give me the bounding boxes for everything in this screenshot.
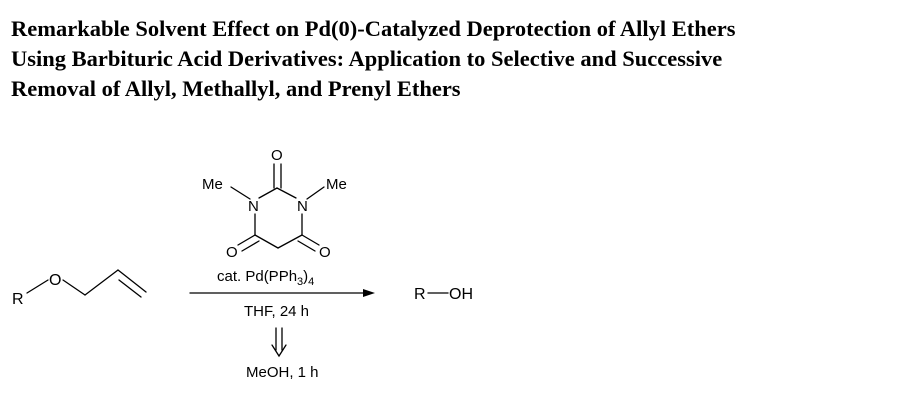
product-oh-label: OH xyxy=(449,286,473,303)
bond-o-ch2 xyxy=(62,279,86,296)
title-line-3: Removal of Allyl, Methallyl, and Prenyl … xyxy=(11,76,461,101)
bond-c2-n-left xyxy=(258,187,278,199)
reagent-o-right: O xyxy=(319,244,331,261)
title-line-2: Using Barbituric Acid Derivatives: Appli… xyxy=(11,46,723,71)
bond-c6-c5 xyxy=(254,234,279,249)
bond-c4-o-a xyxy=(301,234,320,246)
bond-ch-ch2-double-b xyxy=(118,279,142,298)
condition-thf: THF, 24 h xyxy=(244,303,309,320)
product-r-label: R xyxy=(414,286,426,303)
reagent-o-left: O xyxy=(226,244,238,261)
reagent-dimethylbarbituric-acid: O N N Me Me O O xyxy=(202,147,347,261)
reagent-n-right: N xyxy=(297,198,308,215)
bond-c4-o-b xyxy=(297,240,316,252)
reagent-o-top: O xyxy=(271,147,283,164)
reaction-arrow xyxy=(189,289,375,297)
alternative-arrow xyxy=(271,327,287,358)
bond-c6-o-a xyxy=(237,234,256,246)
article-title: Remarkable Solvent Effect on Pd(0)-Catal… xyxy=(11,14,911,104)
reagent-n-left: N xyxy=(248,198,259,215)
title-line-1: Remarkable Solvent Effect on Pd(0)-Catal… xyxy=(11,16,736,41)
reactant-allyl-ether: R O xyxy=(12,269,147,308)
reagent-me-right: Me xyxy=(326,176,347,193)
bond-c2-n-right xyxy=(276,187,297,199)
bond-c6-o-b xyxy=(241,240,260,252)
bond-c5-c4 xyxy=(277,234,303,249)
reactant-o-label: O xyxy=(49,272,61,289)
reagent-me-left: Me xyxy=(202,176,223,193)
reactant-r-label: R xyxy=(12,291,24,308)
bond-ch2-ch xyxy=(84,269,119,296)
bond-ch-ch2-double-a xyxy=(117,269,147,293)
bond-n-right-me xyxy=(306,186,325,200)
condition-meoh: MeOH, 1 h xyxy=(246,364,319,381)
bond-n-left-me xyxy=(230,186,251,200)
product-alcohol: R OH xyxy=(414,286,473,303)
bond-r-o xyxy=(26,279,49,294)
catalyst-label: cat. Pd(PPh3)4 xyxy=(217,268,314,288)
